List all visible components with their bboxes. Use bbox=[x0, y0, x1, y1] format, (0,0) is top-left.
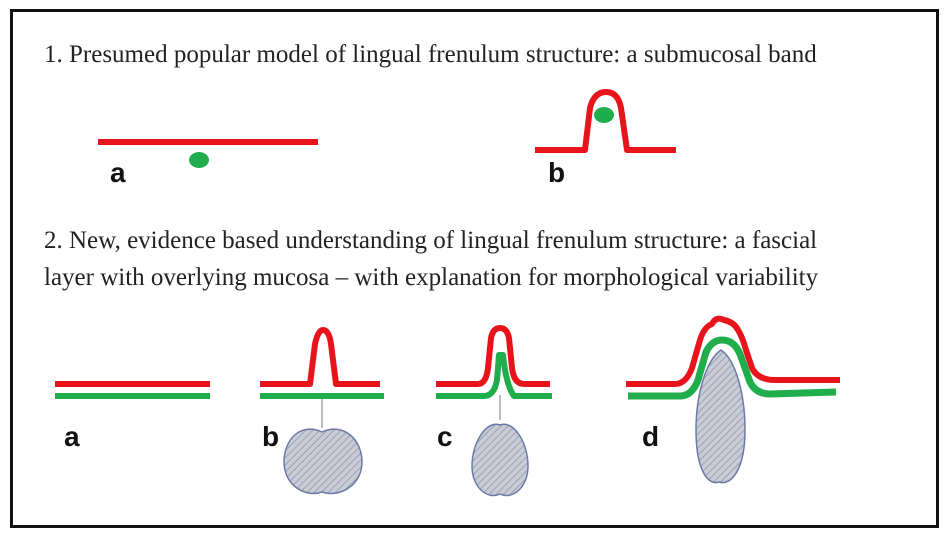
section-2-heading-line-1: 2. New, evidence based understanding of … bbox=[44, 227, 818, 254]
section-1-panel-b-label: b bbox=[548, 157, 566, 188]
section-2-heading-line-2: layer with overlying mucosa – with expla… bbox=[44, 264, 819, 291]
genioglossus-shape bbox=[283, 428, 363, 495]
section-2-panel-b-label: b bbox=[262, 421, 280, 452]
genioglossus-shape bbox=[695, 349, 746, 484]
mucosa-fold bbox=[535, 89, 676, 153]
mucosa-fold bbox=[260, 327, 380, 387]
genioglossus-shape bbox=[471, 423, 529, 497]
mucosa-fold bbox=[626, 315, 840, 387]
section-2-panel-a-diagram bbox=[55, 381, 210, 399]
figure-frame bbox=[10, 9, 939, 528]
section-2-panel-d-diagram bbox=[626, 315, 840, 484]
section-2-panel-c-label: c bbox=[437, 421, 453, 452]
section-2-panel-b-diagram bbox=[260, 327, 384, 495]
section-1-panel-a-label: a bbox=[110, 157, 126, 188]
section-1-heading: 1. Presumed popular model of lingual fre… bbox=[44, 41, 817, 68]
fascia-fold bbox=[436, 352, 552, 399]
submucosal-band-dot bbox=[594, 107, 614, 123]
section-2-panel-c-diagram bbox=[436, 325, 552, 497]
section-1-panel-a-diagram bbox=[98, 139, 318, 168]
fascia-fold bbox=[628, 336, 837, 400]
submucosal-band-dot bbox=[189, 152, 209, 168]
section-2-panel-d-label: d bbox=[642, 421, 660, 452]
mucosa-fold bbox=[436, 325, 550, 387]
section-2-panel-a-label: a bbox=[64, 421, 80, 452]
section-1-panel-b-diagram bbox=[535, 89, 676, 153]
